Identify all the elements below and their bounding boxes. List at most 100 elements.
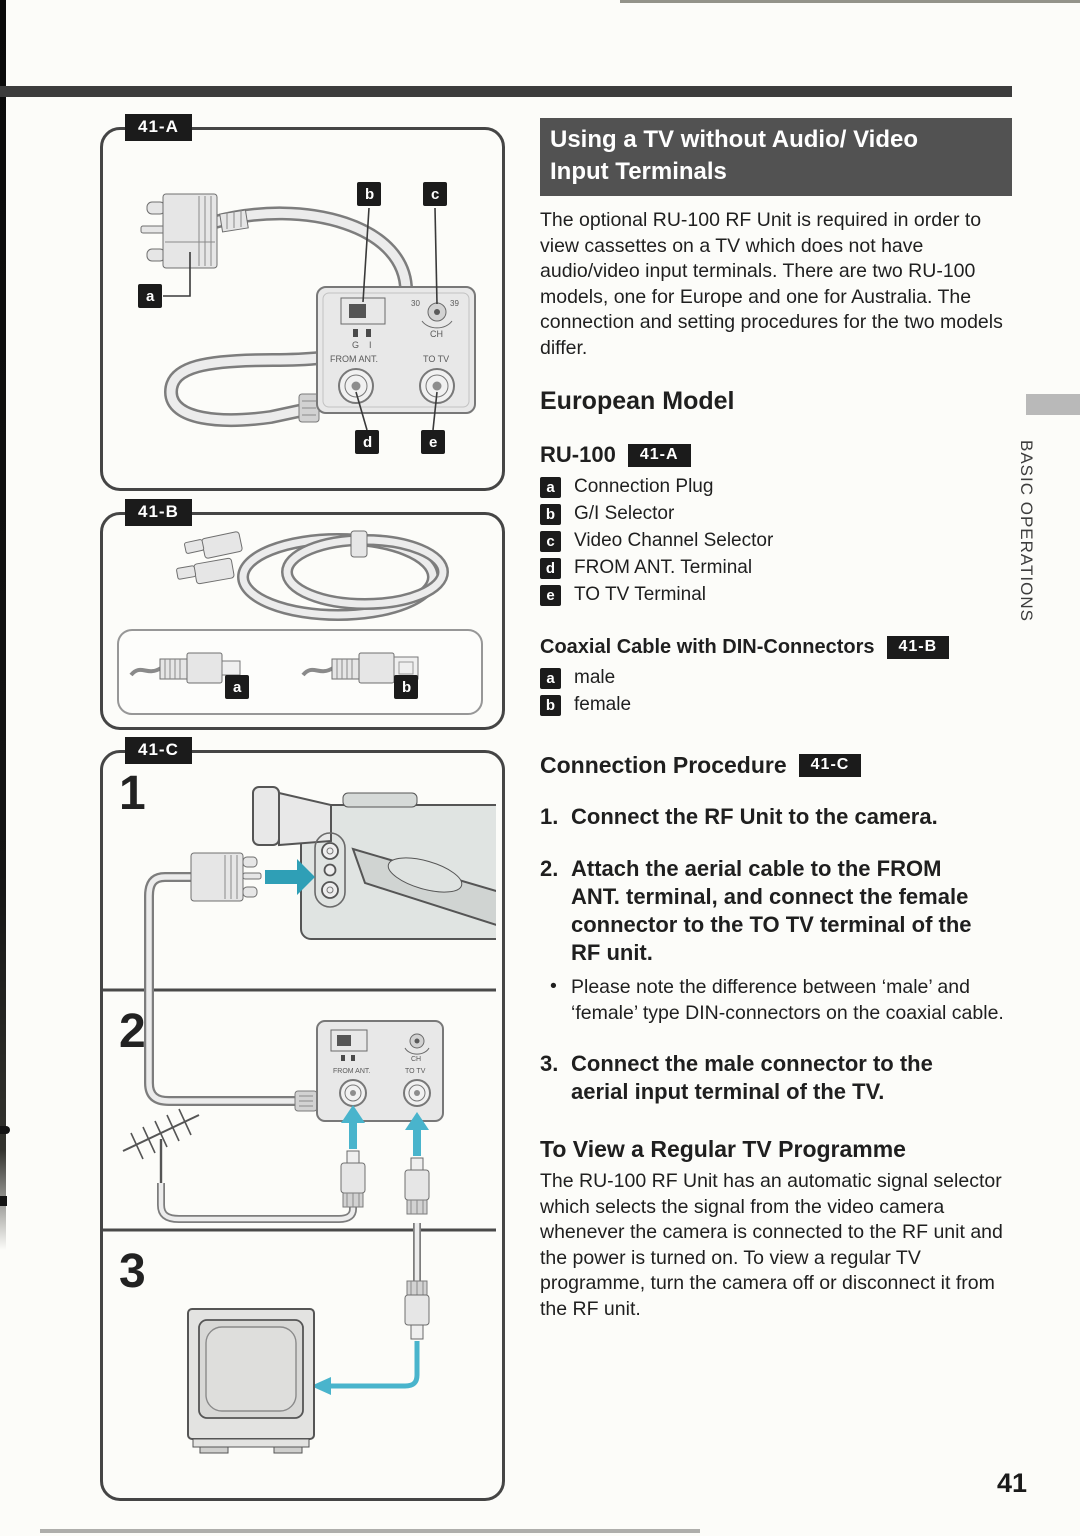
svg-text:2: 2 bbox=[119, 1005, 146, 1058]
coaxial-heading-row: Coaxial Cable with DIN-Connectors 41-B bbox=[540, 636, 1014, 659]
aerial-cable bbox=[157, 1183, 357, 1223]
connection-plug bbox=[190, 852, 262, 902]
top-rule bbox=[0, 86, 1012, 97]
procedure-step-1: 1. Connect the RF Unit to the camera. bbox=[540, 804, 938, 829]
procedure-heading: Connection Procedure bbox=[540, 752, 787, 778]
svg-text:FROM ANT.: FROM ANT. bbox=[333, 1068, 370, 1075]
list-item: a Connection Plug bbox=[540, 476, 1014, 498]
ru100-heading-row: RU-100 41-A bbox=[540, 442, 1014, 468]
rf-unit-small: CH FROM ANT. TO TV bbox=[316, 1020, 444, 1122]
svg-text:30: 30 bbox=[411, 299, 420, 308]
key-badge-b: b bbox=[540, 503, 561, 525]
chapter-label: BASIC OPERATIONS bbox=[1017, 440, 1036, 622]
camera-cable bbox=[144, 872, 297, 1106]
key-badge-a: a bbox=[540, 476, 561, 498]
figure-ref-41b: 41-B bbox=[886, 636, 950, 659]
bullet-glyph: • bbox=[550, 975, 557, 997]
svg-text:3: 3 bbox=[119, 1245, 146, 1298]
aerial bbox=[122, 1108, 200, 1183]
procedure-step-2: 2. Attach the aerial cable to the FROM A… bbox=[540, 856, 972, 965]
figure-41c-box: 41-C 1 2 3 bbox=[100, 737, 505, 1501]
page-number: 41 bbox=[997, 1468, 1028, 1498]
callout-badges: b c a d e bbox=[138, 182, 447, 454]
connection-procedure-diagram: 1 2 3 bbox=[103, 767, 496, 1454]
callout-a bbox=[225, 675, 249, 699]
rf-unit-diagram: G I 30 39 CH FROM ANT. TO TV bbox=[138, 182, 476, 454]
regular-tv-paragraph: The RU-100 RF Unit has an automatic sign… bbox=[540, 1170, 1003, 1320]
svg-text:FROM ANT.: FROM ANT. bbox=[330, 354, 378, 364]
svg-text:1: 1 bbox=[119, 767, 146, 820]
svg-text:39: 39 bbox=[450, 299, 459, 308]
svg-text:G: G bbox=[352, 340, 359, 350]
list-item: c Video Channel Selector bbox=[540, 530, 1014, 552]
figure-41b-tag: 41-B bbox=[125, 499, 192, 526]
arrow-to-from-ant bbox=[341, 1105, 365, 1149]
camcorder bbox=[252, 786, 496, 940]
svg-text:e: e bbox=[429, 434, 437, 451]
svg-text:I: I bbox=[369, 340, 372, 350]
key-badge-e: e bbox=[540, 584, 561, 606]
scan-edge-left bbox=[0, 0, 6, 1250]
male-din-connector bbox=[340, 1150, 366, 1208]
strain-relief bbox=[294, 1090, 318, 1112]
part-label: Video Channel Selector bbox=[574, 530, 774, 551]
coaxial-label: Coaxial Cable with DIN-Connectors bbox=[540, 636, 875, 658]
regular-tv-heading: To View a Regular TV Programme bbox=[540, 1136, 906, 1162]
svg-text:TO TV: TO TV bbox=[423, 354, 449, 364]
ru100-label: RU-100 bbox=[540, 442, 616, 467]
connection-plug bbox=[140, 193, 218, 269]
intro-paragraph: The optional RU-100 RF Unit is required … bbox=[540, 209, 1003, 359]
part-label: G/I Selector bbox=[574, 503, 675, 524]
svg-text:CH: CH bbox=[411, 1056, 421, 1063]
key-badge-c: c bbox=[540, 530, 561, 552]
tv-connector bbox=[404, 1280, 430, 1340]
text-column: Using a TV without Audio/ Video Input Te… bbox=[540, 118, 1014, 1322]
list-item: b female bbox=[540, 694, 1014, 716]
procedure-step-3: 3. Connect the male connector to the aer… bbox=[540, 1051, 933, 1104]
list-item: b G/I Selector bbox=[540, 503, 1014, 525]
tv-set bbox=[187, 1308, 315, 1454]
arrow-to-camera bbox=[265, 859, 315, 895]
part-label: Connection Plug bbox=[574, 476, 714, 497]
callout-b bbox=[394, 675, 418, 699]
scan-edge-top bbox=[620, 0, 1080, 3]
section-title-line1: Using a TV without Audio/ Video bbox=[550, 126, 918, 153]
female-din-connector bbox=[404, 1157, 430, 1215]
svg-text:a: a bbox=[233, 679, 242, 696]
male-connector bbox=[129, 652, 241, 684]
european-model-heading: European Model bbox=[540, 387, 735, 415]
svg-text:b: b bbox=[402, 679, 411, 696]
figure-ref-41c: 41-C bbox=[798, 754, 862, 777]
arrow-to-to-tv bbox=[405, 1112, 429, 1156]
figure-ref-41a: 41-A bbox=[627, 443, 691, 467]
key-badge-b: b bbox=[540, 694, 561, 716]
svg-text:c: c bbox=[431, 186, 439, 203]
connector-inset bbox=[117, 629, 483, 715]
callout-leaders bbox=[163, 207, 438, 431]
figure-41a-tag: 41-A bbox=[125, 114, 192, 141]
list-item: d FROM ANT. Terminal bbox=[540, 557, 1014, 579]
part-label: TO TV Terminal bbox=[574, 584, 706, 605]
part-label: female bbox=[574, 694, 632, 715]
scan-edge-bottom bbox=[40, 1529, 700, 1533]
part-label: male bbox=[574, 667, 616, 688]
svg-text:d: d bbox=[363, 434, 372, 451]
chapter-tab bbox=[1026, 394, 1080, 415]
coiled-cable bbox=[176, 530, 449, 621]
svg-text:TO TV: TO TV bbox=[405, 1068, 426, 1075]
part-label: FROM ANT. Terminal bbox=[574, 557, 753, 578]
female-connector bbox=[301, 652, 419, 684]
svg-text:CH: CH bbox=[430, 329, 443, 339]
cable bbox=[163, 206, 414, 427]
list-item: e TO TV Terminal bbox=[540, 584, 1014, 606]
key-badge-d: d bbox=[540, 557, 561, 579]
coaxial-parts-list: a male b female bbox=[540, 667, 1014, 716]
svg-text:a: a bbox=[146, 288, 155, 305]
section-title: Using a TV without Audio/ Video Input Te… bbox=[540, 118, 1012, 196]
list-item: a male bbox=[540, 667, 1014, 689]
scan-mark bbox=[0, 1126, 10, 1134]
key-badge-a: a bbox=[540, 667, 561, 689]
coaxial-cable-diagram: a b bbox=[117, 530, 483, 715]
ru100-parts-list: a Connection Plug b G/I Selector c Video… bbox=[540, 476, 1014, 606]
